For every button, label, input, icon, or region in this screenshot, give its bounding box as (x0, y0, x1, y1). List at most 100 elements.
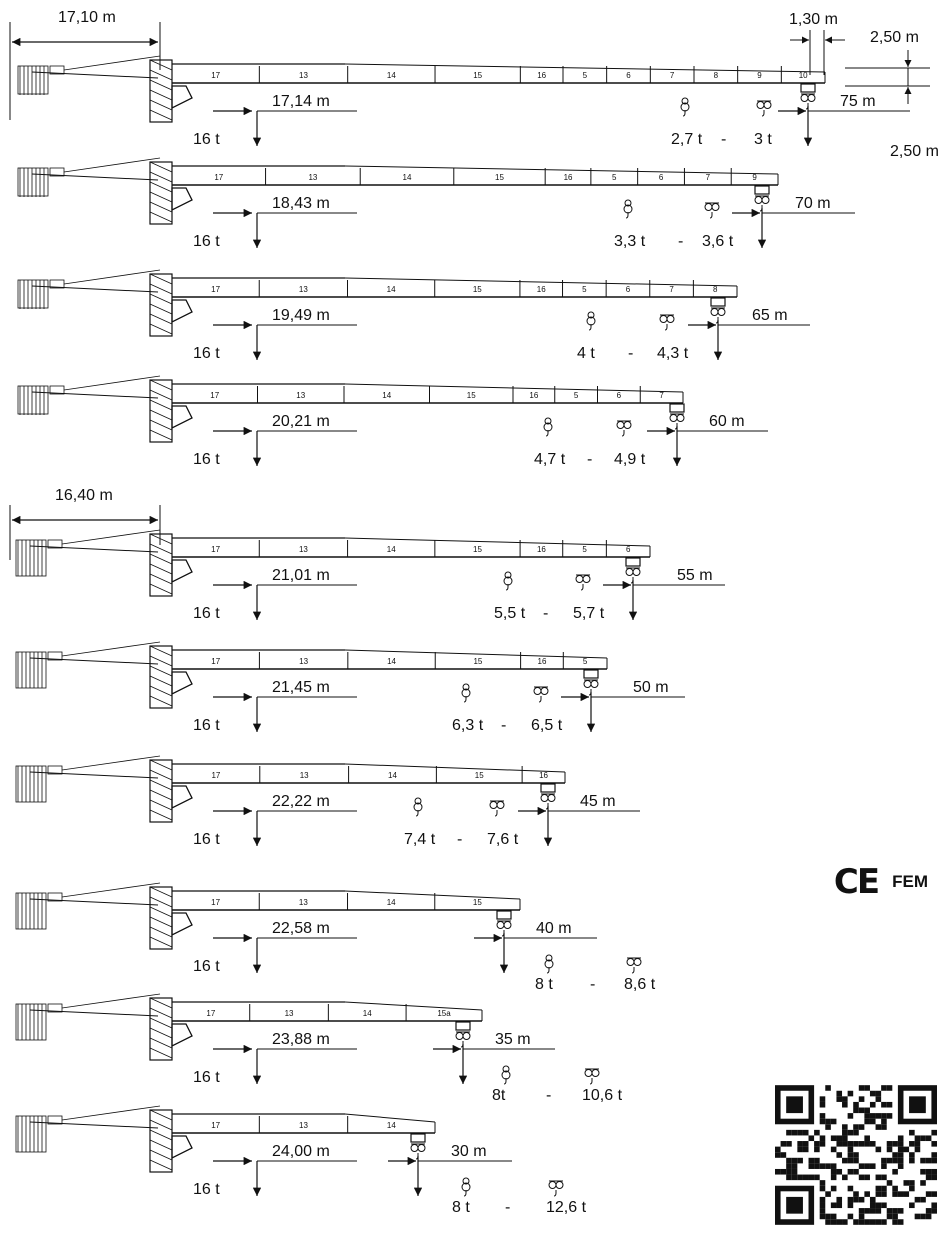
segment-label: 6 (659, 173, 664, 182)
segment-label: 5 (582, 545, 587, 554)
tip-dimension: 1,30 m (789, 11, 845, 75)
tip-capacity: 7,4 t-7,6 t (404, 797, 519, 848)
tower (149, 997, 193, 1061)
counterweight (15, 1115, 63, 1153)
hook-2-fall-icon (501, 1065, 511, 1085)
cab (171, 1023, 193, 1048)
jib-length: 60 m (647, 413, 768, 436)
counter-jib (29, 771, 159, 779)
segment-label: 7 (706, 173, 711, 182)
base-capacity: 16 t23,88 m (193, 1031, 357, 1086)
segment-label: 14 (387, 898, 396, 907)
segment-label: 6 (617, 391, 622, 400)
hook-2-fall-icon (543, 417, 553, 437)
tower (149, 1109, 193, 1173)
segment-label: 13 (300, 771, 309, 780)
tip-max-capacity-label: 7,6 t (487, 831, 519, 848)
hook-2-fall-icon (503, 571, 513, 591)
jib-length: 35 m (433, 1031, 555, 1054)
tip-capacity: 4,7 t-4,9 t (534, 417, 646, 468)
counter-jib (31, 391, 159, 399)
segment-label: 17 (211, 771, 220, 780)
segment-label: 17 (214, 173, 223, 182)
counter-jib (29, 545, 159, 553)
tip-max-capacity-label: 4,9 t (614, 451, 646, 468)
counterweight (17, 279, 65, 309)
tip-hook (710, 297, 726, 324)
cab (171, 785, 193, 810)
tip-min-capacity-label: 8 t (535, 976, 553, 993)
counter-jib-tie (63, 55, 161, 71)
segment-label: 15 (473, 545, 482, 554)
tip-capacity: 4 t-4,3 t (577, 311, 689, 362)
segment-label: 17 (210, 391, 219, 400)
ce-mark: CE (833, 862, 880, 902)
hook-4-fall-icon (455, 1031, 471, 1048)
segment-label: 17 (211, 657, 220, 666)
base-capacity-label: 16 t (193, 605, 220, 622)
tip-capacity: 8 t-12,6 t (452, 1177, 587, 1216)
segment-label: 17 (211, 545, 220, 554)
base-capacity-label: 16 t (193, 451, 220, 468)
tip-hook (496, 910, 512, 937)
tip-max-capacity-label: 12,6 t (546, 1199, 587, 1216)
hook-4-fall-icon (626, 957, 642, 974)
segment-label: 13 (299, 71, 308, 80)
tip-hook (754, 185, 770, 212)
segment-label: 15 (473, 898, 482, 907)
jib-length: 65 m (688, 307, 810, 330)
fem-mark: FEM (892, 872, 928, 891)
tip-min-capacity-label: 5,5 t (494, 605, 526, 622)
segment-label: 13 (299, 285, 308, 294)
hook-4-fall-icon (548, 1180, 564, 1197)
base-capacity-label: 16 t (193, 345, 220, 362)
tip-hook (669, 403, 685, 430)
segment-label: 14 (403, 173, 412, 182)
base-capacity-label: 16 t (193, 717, 220, 734)
segment-label: 13 (299, 898, 308, 907)
tip-capacity: 5,5 t-5,7 t (494, 571, 605, 622)
jib-length-label: 60 m (709, 413, 745, 430)
base-capacity: 16 t17,14 m (193, 93, 357, 148)
segment-label: 15 (495, 173, 504, 182)
segment-label: 15 (473, 657, 482, 666)
segment-label: 15 (467, 391, 476, 400)
tip-max-capacity-label: 8,6 t (624, 976, 656, 993)
tip-min-capacity-label: 7,4 t (404, 831, 436, 848)
segment-label: 16 (538, 657, 547, 666)
height-upper-label: 2,50 m (870, 29, 919, 46)
separator: - (587, 451, 592, 468)
tip-hook (800, 83, 816, 110)
base-capacity: 16 t22,22 m (193, 793, 357, 848)
separator: - (721, 131, 726, 148)
cab (171, 405, 193, 430)
tower (149, 59, 193, 123)
counter-jib (29, 1009, 159, 1017)
segment-label: 9 (757, 71, 762, 80)
hook-2-fall-icon (461, 1177, 471, 1197)
counter-jib-tie (63, 375, 161, 391)
tip-min-capacity-label: 4 t (577, 345, 595, 362)
max-radius-label: 18,43 m (272, 195, 330, 212)
tip-min-capacity-label: 6,3 t (452, 717, 484, 734)
segment-label: 16 (539, 771, 548, 780)
counter-jib (31, 71, 159, 79)
tower (149, 379, 193, 443)
segment-label: 16 (537, 545, 546, 554)
cab (171, 85, 193, 110)
tip-max-capacity-label: 5,7 t (573, 605, 605, 622)
segment-label: 8 (713, 285, 718, 294)
tip-min-capacity-label: 8 t (452, 1199, 470, 1216)
max-radius-label: 22,58 m (272, 920, 330, 937)
